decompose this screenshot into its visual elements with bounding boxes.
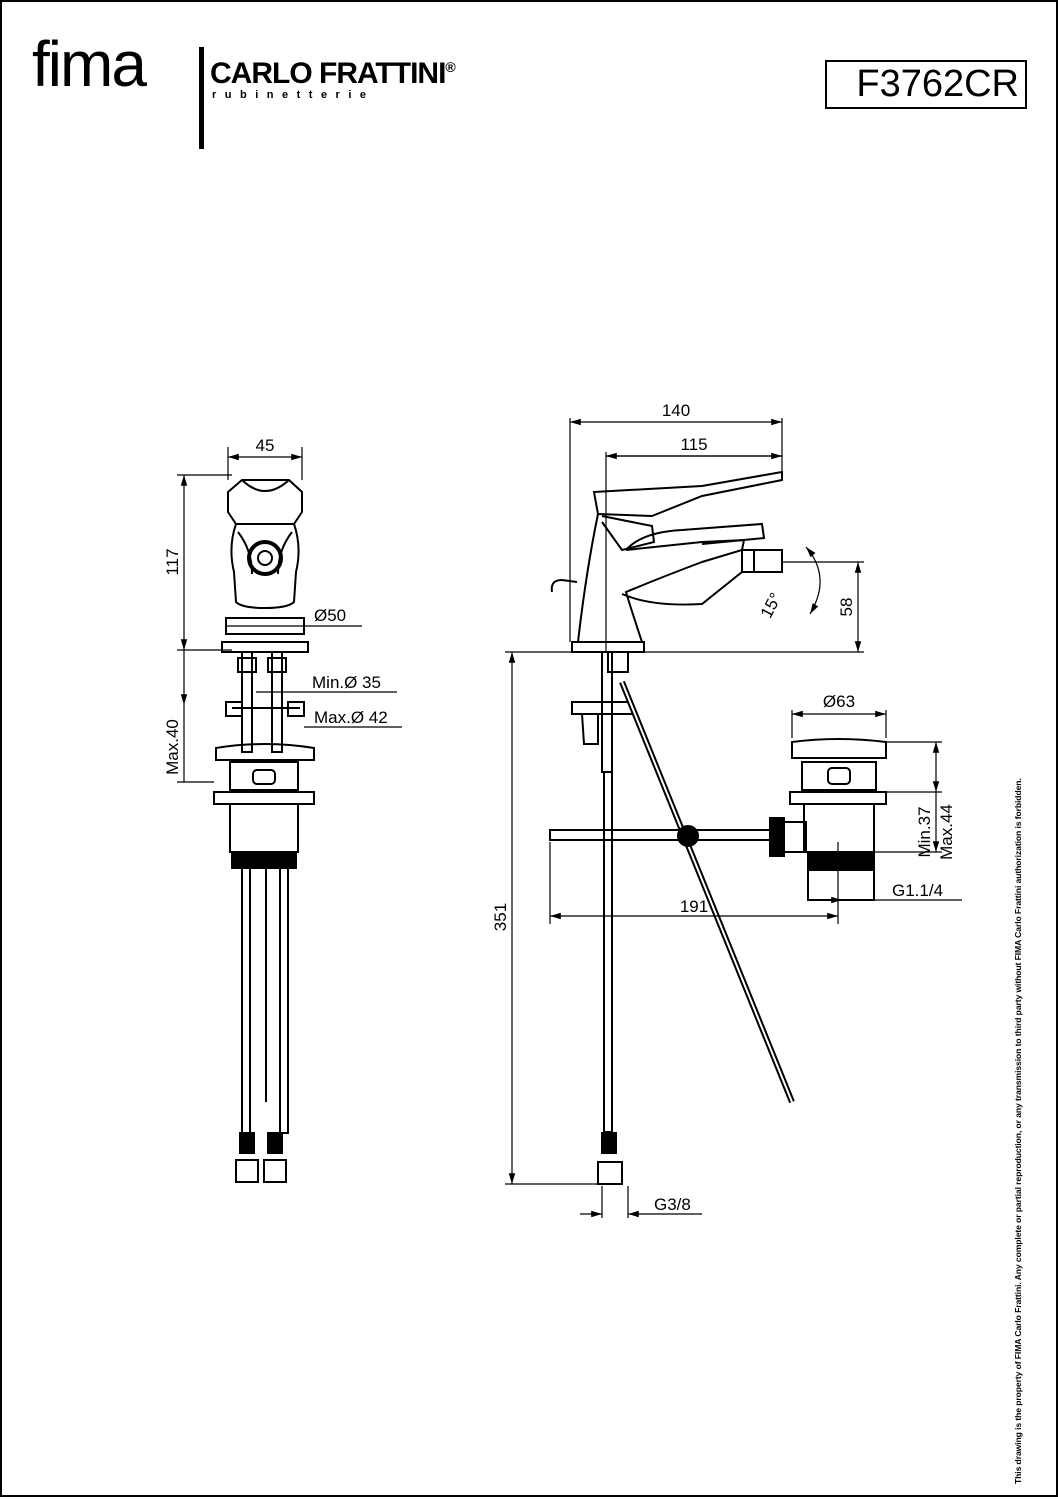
product-code-box: F3762CR	[825, 60, 1027, 109]
front-waste	[215, 743, 315, 761]
dim-waste-min: Min.37	[915, 806, 934, 857]
dim-waste-max: Max.44	[937, 804, 956, 860]
front-studs	[241, 651, 253, 753]
dim-base-diameter: Ø50	[314, 606, 346, 625]
dim-spout-reach: 115	[680, 435, 707, 454]
front-view	[213, 479, 315, 1183]
dim-waste-diameter: Ø63	[823, 692, 855, 711]
front-lever	[227, 479, 303, 525]
brand-logo-divider	[199, 47, 204, 149]
registered-mark: ®	[445, 59, 455, 75]
side-spout	[741, 549, 783, 573]
dim-rod-length: 191	[680, 897, 708, 916]
dim-max-thickness: Max.40	[163, 719, 182, 775]
front-hoses	[241, 867, 251, 1134]
side-body	[576, 513, 746, 643]
side-hose	[603, 771, 613, 1133]
front-dimensions	[177, 447, 402, 783]
dim-swivel-angle: 15°	[757, 590, 786, 622]
side-horizontal-rod	[549, 829, 771, 841]
side-lever	[592, 470, 783, 518]
brand-logo-carlo-frattini: CARLO FRATTINI®	[210, 57, 456, 90]
dim-front-width: 45	[256, 436, 275, 455]
dim-min-hole: Min.Ø 35	[312, 673, 381, 692]
dim-waste-thread: G1.1/4	[892, 881, 943, 900]
front-body	[230, 523, 300, 610]
dim-spout-height: 58	[837, 598, 856, 617]
dim-hose-thread: G3/8	[654, 1195, 691, 1214]
side-view	[549, 470, 887, 1185]
dim-max-hole: Max.Ø 42	[314, 708, 388, 727]
dim-front-height: 117	[163, 548, 182, 575]
copyright-notice: This drawing is the property of FIMA Car…	[1013, 778, 1023, 1484]
brand-logo-fima: fima	[32, 28, 147, 100]
brand-name: CARLO FRATTINI	[210, 57, 446, 90]
product-code: F3762CR	[856, 63, 1019, 105]
side-dimensions	[505, 418, 962, 1218]
brand-tagline: rubinetterie	[212, 89, 375, 101]
side-base	[571, 641, 645, 653]
side-waste	[791, 738, 887, 759]
dim-side-total-width: 140	[662, 401, 690, 420]
dim-hose-length: 351	[491, 903, 510, 931]
front-knob	[247, 540, 283, 576]
